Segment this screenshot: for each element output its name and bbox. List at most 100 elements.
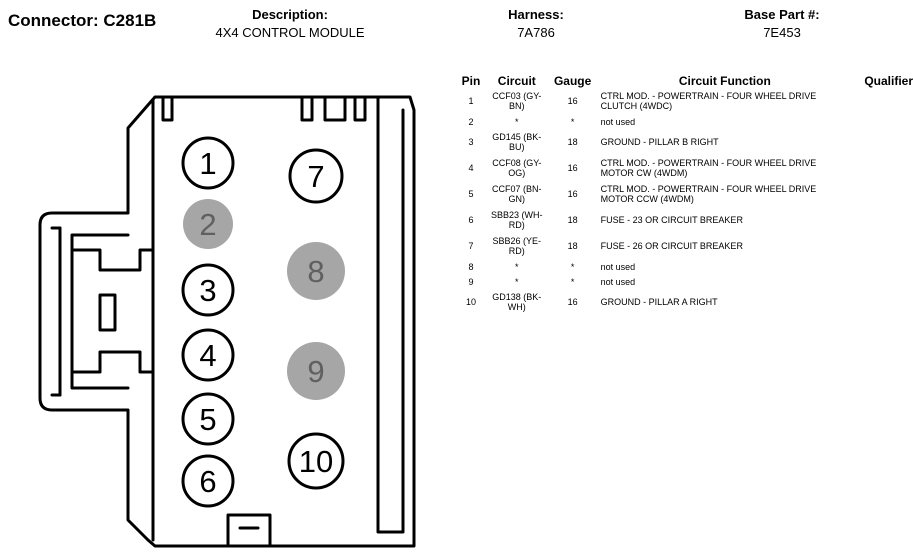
connector-pin-6: 6	[181, 454, 235, 508]
pin-circle	[181, 454, 235, 508]
cell-circuit: GD138 (BK-WH)	[492, 292, 542, 312]
header-circuit: Circuit	[497, 74, 536, 88]
table-row: 8 * * not used	[455, 259, 913, 274]
description-label: Description:	[252, 7, 328, 22]
cell-qualifier	[851, 129, 913, 155]
cell-gauge: 18	[567, 215, 578, 225]
cell-function: FUSE - 26 OR CIRCUIT BREAKER	[600, 241, 743, 251]
cell-pin: 3	[468, 137, 474, 147]
cell-gauge: 18	[567, 241, 578, 251]
cell-gauge: 16	[567, 163, 578, 173]
cell-gauge: *	[570, 276, 575, 287]
table-row: 2 * * not used	[455, 114, 913, 129]
table-row: 5 CCF07 (BN-GN) 16 CTRL MOD. - POWERTRAI…	[455, 181, 913, 207]
pin-circle	[183, 199, 233, 249]
cell-qualifier	[851, 181, 913, 207]
table-row: 9 * * not used	[455, 274, 913, 289]
cell-circuit: *	[515, 276, 519, 287]
connector-pin-10: 10	[287, 432, 345, 490]
cell-pin: 6	[468, 215, 474, 225]
cell-gauge: *	[570, 116, 575, 127]
cell-gauge: 18	[567, 137, 578, 147]
pin-circle	[181, 263, 235, 317]
pin-table-header-row: Pin Circuit Gauge Circuit Function Quali…	[455, 71, 913, 88]
cell-circuit: *	[515, 261, 519, 272]
cell-function: CTRL MOD. - POWERTRAIN - FOUR WHEEL DRIV…	[600, 158, 817, 178]
cell-pin: 7	[468, 241, 474, 251]
cell-gauge: *	[570, 261, 575, 272]
cell-qualifier	[851, 114, 913, 129]
pin-circle	[181, 328, 235, 382]
cell-function: GROUND - PILLAR A RIGHT	[600, 297, 718, 307]
connector-face-diagram: 1 2 3 4 5 6 7 8 9 10	[38, 95, 416, 548]
cell-qualifier	[851, 289, 913, 315]
cell-circuit: SBB23 (WH-RD)	[491, 210, 543, 230]
table-row: 7 SBB26 (YE-RD) 18 FUSE - 26 OR CIRCUIT …	[455, 233, 913, 259]
pin-circle	[181, 136, 235, 190]
pin-circle	[288, 148, 344, 204]
header-qualifier: Qualifier	[864, 74, 913, 88]
harness-value: 7A786	[517, 25, 555, 40]
pin-number-label: 6	[199, 464, 216, 499]
connector-pin-5: 5	[181, 392, 235, 446]
cell-qualifier	[851, 259, 913, 274]
connector-pin-1: 1	[181, 136, 235, 190]
pin-circle	[287, 432, 345, 490]
connector-pin-9: 9	[287, 342, 345, 400]
cell-circuit: *	[515, 116, 519, 127]
cell-pin: 8	[468, 261, 474, 272]
table-row: 6 SBB23 (WH-RD) 18 FUSE - 23 OR CIRCUIT …	[455, 207, 913, 233]
cell-qualifier	[851, 155, 913, 181]
pin-number-label: 3	[199, 273, 216, 308]
connector-pin-4: 4	[181, 328, 235, 382]
cell-function: GROUND - PILLAR B RIGHT	[600, 137, 719, 147]
cell-function: CTRL MOD. - POWERTRAIN - FOUR WHEEL DRIV…	[600, 184, 817, 204]
pin-number-label: 10	[299, 444, 333, 479]
base-part-value: 7E453	[763, 25, 801, 40]
table-row: 4 CCF08 (GY-OG) 16 CTRL MOD. - POWERTRAI…	[455, 155, 913, 181]
base-part-label: Base Part #:	[744, 7, 820, 22]
header-gauge: Gauge	[553, 74, 592, 88]
harness-label: Harness:	[508, 7, 564, 22]
cell-pin: 10	[465, 297, 476, 307]
pin-circle	[287, 242, 345, 300]
connector-title: Connector: C281B	[8, 11, 157, 30]
cell-pin: 1	[468, 96, 474, 106]
connector-pins: 1 2 3 4 5 6 7 8 9 10	[181, 136, 345, 508]
cell-circuit: CCF08 (GY-OG)	[492, 158, 542, 178]
cell-pin: 2	[468, 116, 474, 127]
pin-number-label: 7	[307, 159, 324, 194]
cell-circuit: SBB26 (YE-RD)	[492, 236, 542, 256]
cell-function: FUSE - 23 OR CIRCUIT BREAKER	[600, 215, 743, 225]
cell-qualifier	[851, 88, 913, 114]
connector-housing	[38, 95, 416, 548]
table-row: 1 CCF03 (GY-BN) 16 CTRL MOD. - POWERTRAI…	[455, 88, 913, 114]
pin-circle	[181, 392, 235, 446]
header-pin: Pin	[461, 74, 481, 88]
description-value: 4X4 CONTROL MODULE	[215, 25, 365, 40]
header-circuit-function: Circuit Function	[678, 74, 771, 88]
connector-pin-3: 3	[181, 263, 235, 317]
cell-qualifier	[851, 207, 913, 233]
pin-number-label: 4	[199, 338, 216, 373]
cell-gauge: 16	[567, 189, 578, 199]
cell-circuit: CCF07 (BN-GN)	[492, 184, 542, 204]
connector-pin-8: 8	[287, 242, 345, 300]
cell-pin: 4	[468, 163, 474, 173]
cell-function: CTRL MOD. - POWERTRAIN - FOUR WHEEL DRIV…	[600, 91, 817, 111]
cell-gauge: 16	[567, 297, 578, 307]
pin-table: Pin Circuit Gauge Circuit Function Quali…	[455, 71, 913, 315]
cell-circuit: GD145 (BK-BU)	[492, 132, 542, 152]
cell-function: not used	[600, 276, 636, 287]
connector-pin-7: 7	[288, 148, 344, 204]
pin-number-label: 8	[307, 254, 324, 289]
pin-circle	[287, 342, 345, 400]
table-row: 10 GD138 (BK-WH) 16 GROUND - PILLAR A RI…	[455, 289, 913, 315]
cell-qualifier	[851, 274, 913, 289]
cell-pin: 5	[468, 189, 474, 199]
cell-function: not used	[600, 261, 636, 272]
pin-number-label: 9	[307, 354, 324, 389]
cell-circuit: CCF03 (GY-BN)	[492, 91, 542, 111]
connector-pin-2: 2	[183, 199, 233, 249]
table-row: 3 GD145 (BK-BU) 18 GROUND - PILLAR B RIG…	[455, 129, 913, 155]
